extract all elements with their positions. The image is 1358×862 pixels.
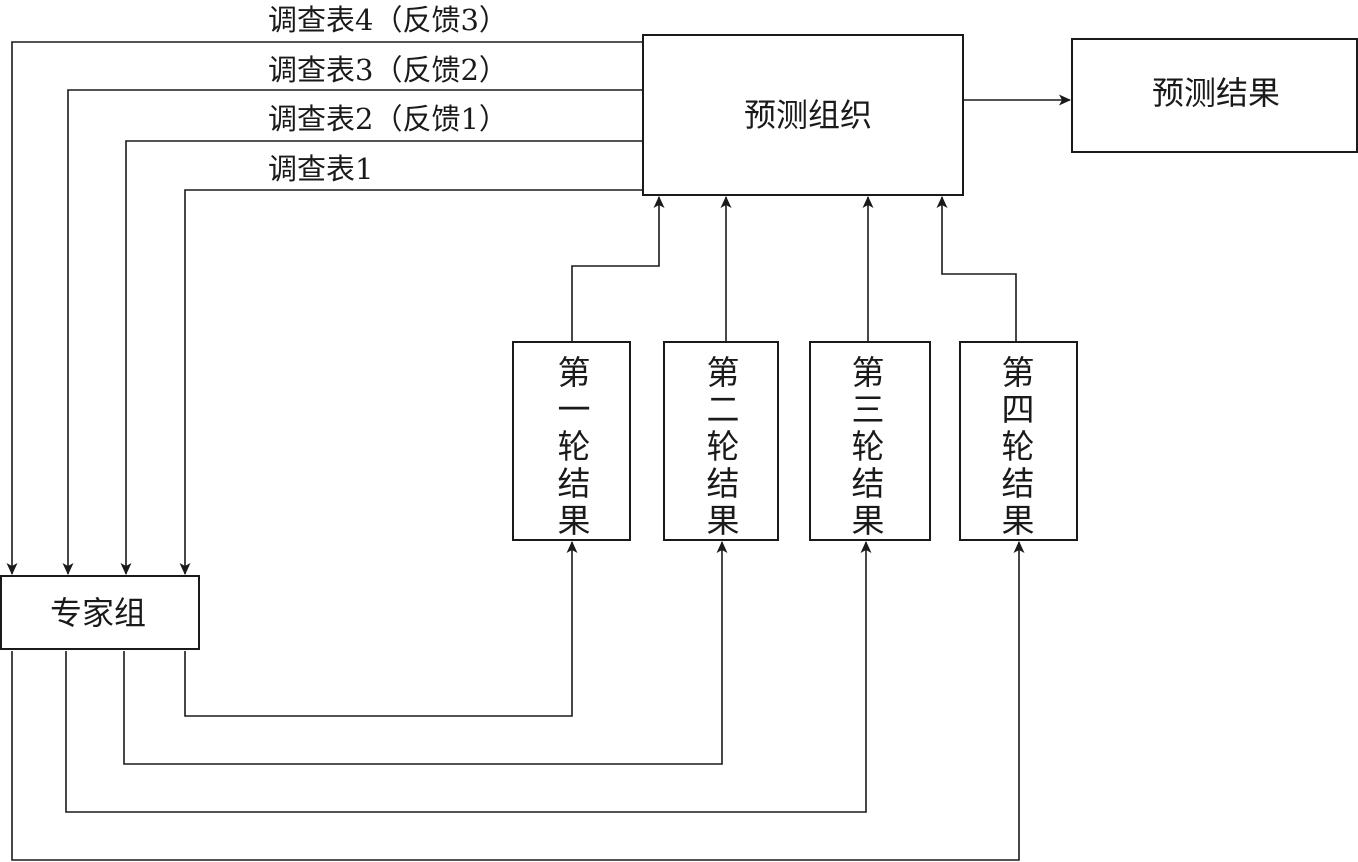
questionnaire-label-1: 调查表1 [268,152,373,186]
connector-questionnaire-4 [6,41,643,575]
round-4-char: 第 [1002,353,1035,392]
questionnaire-labels: 调查表4（反馈3） 调查表3（反馈2） 调查表2（反馈1） 调查表1 [268,3,508,186]
round-1-char: 果 [558,501,591,540]
expert-to-round-connectors [11,541,1025,861]
round-3-char: 果 [852,501,885,540]
round-4-char: 结 [1002,464,1035,503]
round-2-char: 二 [707,390,740,429]
round-3-box [809,341,931,541]
round-2-label: 第二轮结果 [707,353,740,540]
round-3-char: 轮 [852,427,885,466]
round-1-char: 结 [558,464,591,503]
round-4-label: 第四轮结果 [1002,353,1035,540]
questionnaire-label-2: 调查表2（反馈1） [268,102,508,136]
round-2-char: 结 [707,464,740,503]
round-4-box [959,341,1078,541]
round-2-char: 轮 [707,427,740,466]
round-3-label: 第三轮结果 [852,353,885,540]
round-4-char: 轮 [1002,427,1035,466]
experts-node: 专家组 [0,575,200,650]
experts-label: 专家组 [50,594,146,632]
round-1-box [512,341,631,541]
round-3-char: 结 [852,464,885,503]
experts-box [0,575,200,650]
round-2-char: 第 [707,353,740,392]
organization-box [642,34,964,196]
round-3-char: 三 [852,390,885,429]
connector-round-1-organization [571,196,665,341]
organization-node: 预测组织 [642,34,964,196]
round-4-char: 四 [1002,390,1035,429]
round-1-char: 第 [558,353,591,392]
result-label: 预测结果 [1152,74,1280,112]
connector-experts-round-1 [184,541,578,717]
result-node: 预测结果 [1071,38,1358,153]
round-nodes: 第一轮结果 第二轮结果 第三轮结果 第四轮结果 [512,341,1078,541]
connector-experts-round-2 [123,541,728,765]
round-1-char: 一 [558,390,591,429]
round-2-box [663,341,779,541]
connector-questionnaire-1 [179,189,643,575]
round-3-char: 第 [852,353,885,392]
questionnaire-connectors [6,41,643,575]
questionnaire-label-4: 调查表4（反馈3） [268,3,508,37]
round-to-organization-connectors [571,196,1017,341]
connector-round-4-organization [936,196,1017,341]
round-4-char: 果 [1002,501,1035,540]
connector-experts-round-3 [65,541,872,813]
round-2-char: 果 [707,501,740,540]
connector-experts-round-4 [11,541,1025,861]
result-box [1071,38,1358,153]
questionnaire-label-3: 调查表3（反馈2） [268,53,508,87]
round-1-label: 第一轮结果 [558,353,591,540]
connector-questionnaire-2 [120,140,643,575]
round-1-char: 轮 [558,427,591,466]
organization-label: 预测组织 [744,96,872,134]
connector-questionnaire-3 [62,89,643,575]
